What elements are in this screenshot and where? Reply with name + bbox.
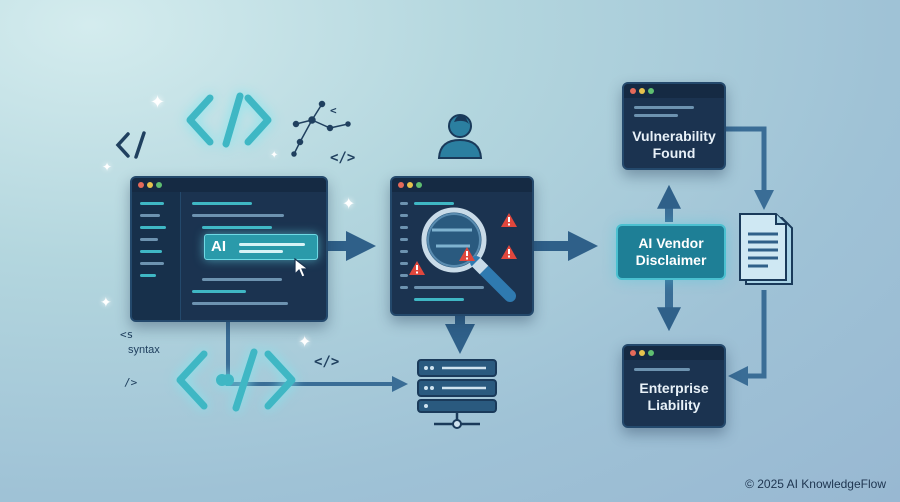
- warning-icon: [409, 261, 425, 275]
- minimize-dot-icon: [639, 350, 645, 356]
- copyright-footer: © 2025 AI KnowledgeFlow: [745, 477, 886, 491]
- syntax-close: />: [124, 376, 138, 389]
- sparkle-icon: ✦: [150, 92, 166, 112]
- vulnerability-line-2: Found: [652, 145, 696, 161]
- minimize-dot-icon: [407, 182, 413, 188]
- server-icon: [417, 359, 497, 429]
- close-dot-icon: [138, 182, 144, 188]
- document-icon: [739, 213, 793, 285]
- sparkle-icon: ✦: [298, 334, 312, 351]
- ai-suggestion-chip[interactable]: AI: [204, 234, 318, 260]
- window-title-bar: [392, 178, 532, 192]
- disclaimer-line-1: AI Vendor: [638, 235, 704, 251]
- minimize-dot-icon: [147, 182, 153, 188]
- constellation-icon: [291, 100, 351, 157]
- warning-icon: [459, 247, 475, 261]
- arrow-document-to-liability: [728, 290, 767, 386]
- liability-line-1: Enterprise: [639, 380, 709, 396]
- maximize-dot-icon: [648, 350, 654, 356]
- code-bracket-icon-top: [186, 92, 272, 148]
- sparkle-icon: ✦: [102, 160, 113, 174]
- user-avatar-icon: [437, 114, 483, 159]
- warning-icon: [501, 245, 517, 259]
- disclaimer-line-2: Disclaimer: [635, 252, 707, 268]
- ai-vendor-disclaimer-box: AI Vendor Disclaimer: [616, 224, 726, 280]
- arrow-vulnerability-to-document: [725, 126, 774, 210]
- maximize-dot-icon: [648, 88, 654, 94]
- warning-icon: [501, 213, 517, 227]
- liability-line-2: Liability: [647, 397, 701, 413]
- cursor-icon: [294, 258, 310, 278]
- sparkle-icon: ✦: [342, 196, 356, 213]
- vulnerability-line-1: Vulnerability: [632, 128, 716, 144]
- window-title-bar: [624, 84, 724, 98]
- ai-label: AI: [211, 238, 226, 255]
- small-code-icon-left: [115, 131, 146, 159]
- code-tag-text-3: </>: [314, 354, 340, 370]
- maximize-dot-icon: [416, 182, 422, 188]
- syntax-word: syntax: [128, 344, 160, 356]
- editor-sidebar: [132, 192, 181, 320]
- window-title-bar: [132, 178, 326, 192]
- close-dot-icon: [398, 182, 404, 188]
- close-dot-icon: [630, 350, 636, 356]
- vulnerability-found-box: Vulnerability Found: [622, 82, 726, 170]
- enterprise-liability-box: Enterprise Liability: [622, 344, 726, 428]
- sparkle-icon: ✦: [100, 294, 112, 310]
- code-bracket-icon-bottom: [176, 348, 296, 412]
- close-dot-icon: [630, 88, 636, 94]
- code-tag-text-2: <: [330, 104, 337, 117]
- sparkle-icon: ✦: [270, 150, 279, 161]
- syntax-tag: <s: [120, 328, 134, 341]
- maximize-dot-icon: [156, 182, 162, 188]
- window-title-bar: [624, 346, 724, 360]
- code-tag-text: </>: [330, 150, 356, 166]
- minimize-dot-icon: [639, 88, 645, 94]
